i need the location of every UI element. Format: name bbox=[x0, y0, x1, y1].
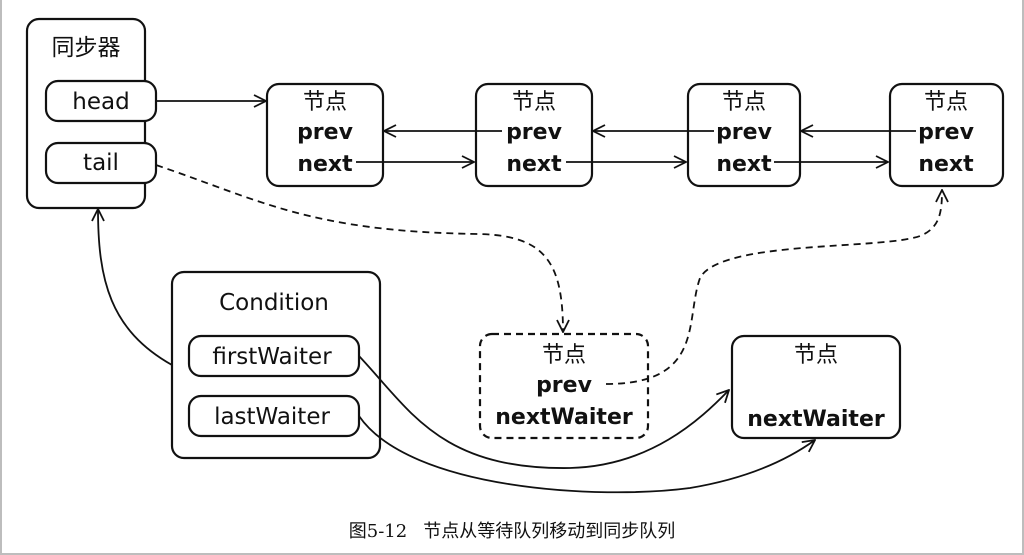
queue-node-next: next bbox=[506, 152, 562, 177]
moving-node-next-waiter: nextWaiter bbox=[495, 405, 633, 430]
caption-text: 节点从等待队列移动到同步队列 bbox=[423, 521, 676, 542]
tail-pill: tail bbox=[44, 141, 158, 185]
head-label: head bbox=[72, 89, 129, 115]
prev-dashed-arrow bbox=[605, 190, 942, 385]
synchronizer-box: 同步器 head tail bbox=[25, 17, 158, 210]
first-waiter-pill: firstWaiter bbox=[187, 334, 361, 378]
tail-dashed-arrow bbox=[155, 164, 563, 332]
last-waiter-pill: lastWaiter bbox=[187, 394, 361, 438]
figure-caption: 图5-12 节点从等待队列移动到同步队列 bbox=[0, 517, 1024, 543]
head-pill: head bbox=[44, 79, 158, 123]
first-waiter-arrow bbox=[358, 355, 729, 469]
queue-node-prev: prev bbox=[918, 120, 975, 145]
queue-node-next: next bbox=[297, 152, 353, 177]
queue-node-next: next bbox=[716, 152, 772, 177]
waiter-node-title: 节点 bbox=[794, 343, 838, 368]
queue-node-4: 节点 prev next bbox=[888, 82, 1005, 188]
queue-node-3: 节点 prev next bbox=[686, 82, 802, 188]
queue-node-prev: prev bbox=[716, 120, 773, 145]
queue-node-title: 节点 bbox=[512, 90, 556, 115]
waiter-node-next-waiter: nextWaiter bbox=[747, 407, 885, 432]
first-waiter-label: firstWaiter bbox=[212, 344, 332, 370]
last-waiter-arrow bbox=[358, 415, 815, 494]
last-waiter-label: lastWaiter bbox=[214, 404, 330, 430]
condition-box: Condition firstWaiter lastWaiter bbox=[170, 270, 382, 460]
condition-title: Condition bbox=[219, 290, 329, 316]
synchronizer-title: 同步器 bbox=[52, 35, 121, 61]
waiter-node: 节点 nextWaiter bbox=[730, 334, 902, 440]
queue-node-title: 节点 bbox=[924, 90, 968, 115]
aqs-diagram: 同步器 head tail 节点 prev next 节点 prev next … bbox=[25, 17, 1005, 494]
moving-node-prev: prev bbox=[536, 373, 593, 398]
caption-number: 图5-12 bbox=[348, 521, 408, 542]
tail-label: tail bbox=[83, 150, 119, 176]
moving-node-title: 节点 bbox=[542, 343, 586, 368]
queue-node-1: 节点 prev next bbox=[265, 82, 385, 188]
queue-node-prev: prev bbox=[297, 120, 354, 145]
queue-node-2: 节点 prev next bbox=[474, 82, 594, 188]
queue-node-title: 节点 bbox=[303, 90, 347, 115]
condition-to-sync-arrow bbox=[98, 209, 173, 366]
moving-node: 节点 prev nextWaiter bbox=[478, 332, 650, 440]
queue-node-title: 节点 bbox=[722, 90, 766, 115]
queue-node-prev: prev bbox=[506, 120, 563, 145]
queue-node-next: next bbox=[918, 152, 974, 177]
